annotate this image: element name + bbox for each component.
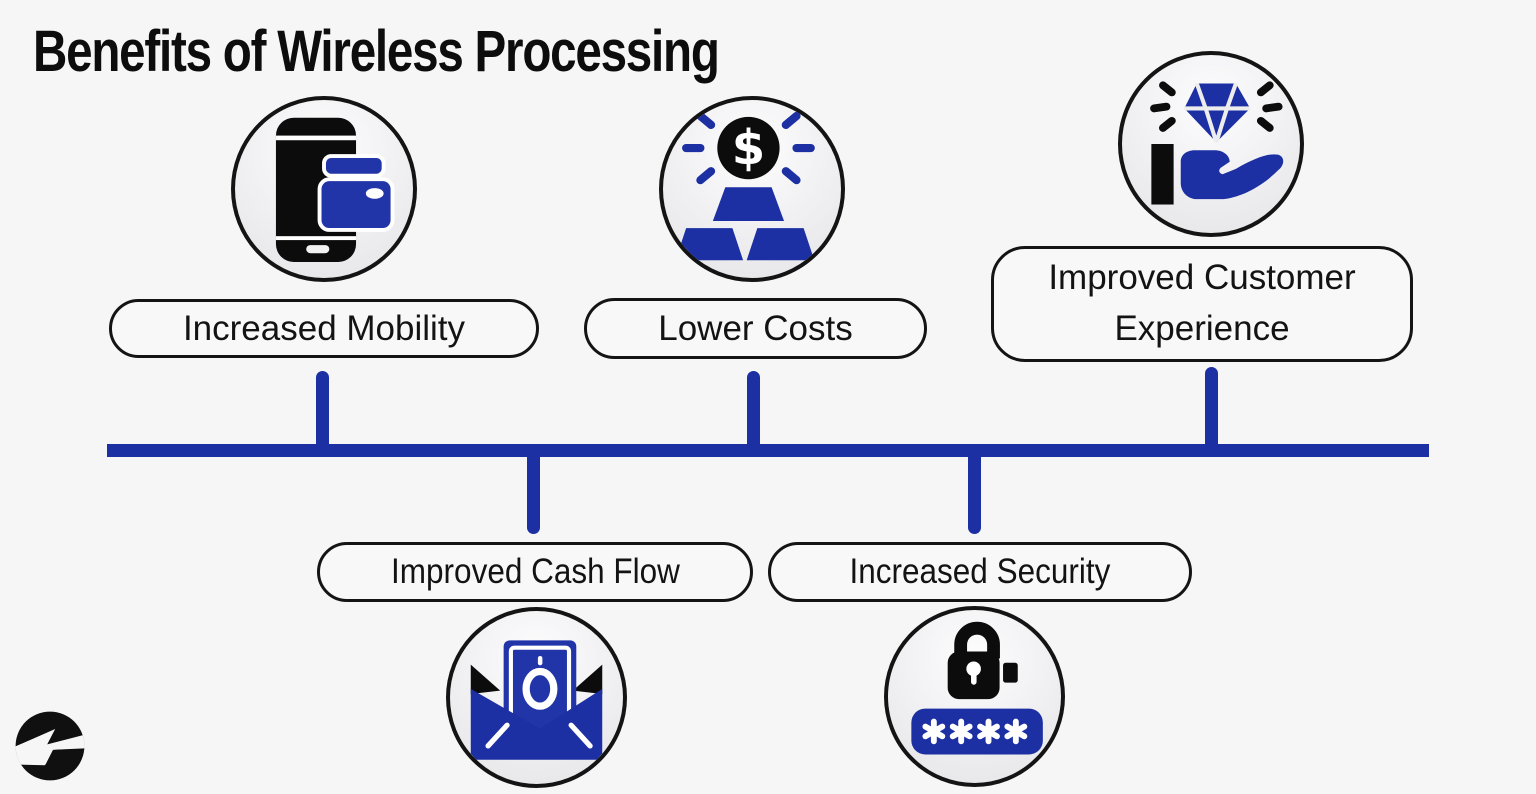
benefit-label-security: Increased Security [768, 542, 1192, 602]
benefit-label-text: Increased Security [849, 552, 1111, 592]
svg-text:$: $ [732, 120, 765, 176]
bolt-circle-logo [13, 709, 87, 783]
benefit-circle-costs: $ [659, 96, 845, 282]
bolt-icon [15, 711, 85, 781]
diamond-in-hand-icon [1150, 81, 1284, 205]
dollar-gold-bars-icon: $ [675, 111, 815, 261]
benefit-circle-cashflow [446, 607, 627, 788]
timeline-tick-cashflow [527, 455, 540, 534]
benefit-label-text: Increased Mobility [182, 308, 466, 348]
benefit-label-costs: Lower Costs [584, 298, 927, 359]
benefit-label-cashflow: Improved Cash Flow [317, 542, 753, 602]
benefit-circle-mobility [231, 96, 417, 282]
page-title: Benefits of Wireless Processing [33, 19, 720, 84]
benefit-circle-security [884, 606, 1065, 787]
timeline-tick-mobility [316, 371, 329, 446]
benefit-label-text: Improved Customer Experience [1048, 258, 1356, 348]
smartphone-wallet-icon [275, 117, 395, 262]
benefit-circle-customer [1118, 51, 1304, 237]
benefit-label-mobility: Increased Mobility [109, 299, 539, 358]
benefit-label-text: Lower Costs [658, 308, 853, 348]
padlock-password-icon [911, 621, 1043, 755]
benefit-label-text: Improved Cash Flow [390, 552, 680, 592]
timeline-tick-customer [1205, 367, 1218, 446]
benefit-label-customer: Improved Customer Experience [991, 246, 1413, 362]
money-envelope-icon [470, 640, 603, 760]
timeline-tick-costs [747, 371, 760, 446]
timeline-line [107, 444, 1429, 457]
timeline-tick-security [968, 455, 981, 534]
